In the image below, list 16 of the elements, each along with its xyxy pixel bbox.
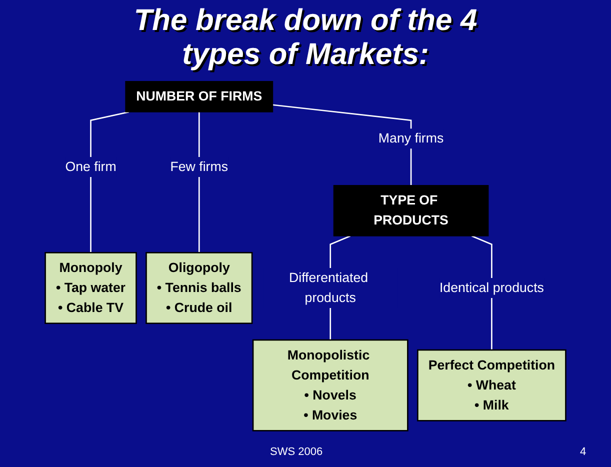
page-number: 4 [580,446,586,458]
edge-label: Differentiated products [288,270,368,306]
node-box: NUMBER OF FIRMS [125,81,274,112]
edge-label: Many firms [378,131,444,146]
node-box: Oligopoly • Tennis balls • Crude oil [146,252,253,324]
edge-label: One firm [65,160,116,174]
connector [90,111,130,253]
footer-text: SWS 2006 [270,446,323,458]
slide-title: The break down of the 4 types of Markets: [132,4,478,72]
node-box: Perfect Competition • Wheat • Milk [417,349,566,422]
node-box: TYPE OF PRODUCTS [333,185,489,236]
node-box: Monopolistic Competition • Novels • Movies [252,339,408,432]
connector [272,104,412,186]
node-box: Monopoly • Tap water • Cable TV [44,252,137,324]
edge-label: Few firms [170,160,228,174]
edge-label: Identical products [439,280,544,296]
